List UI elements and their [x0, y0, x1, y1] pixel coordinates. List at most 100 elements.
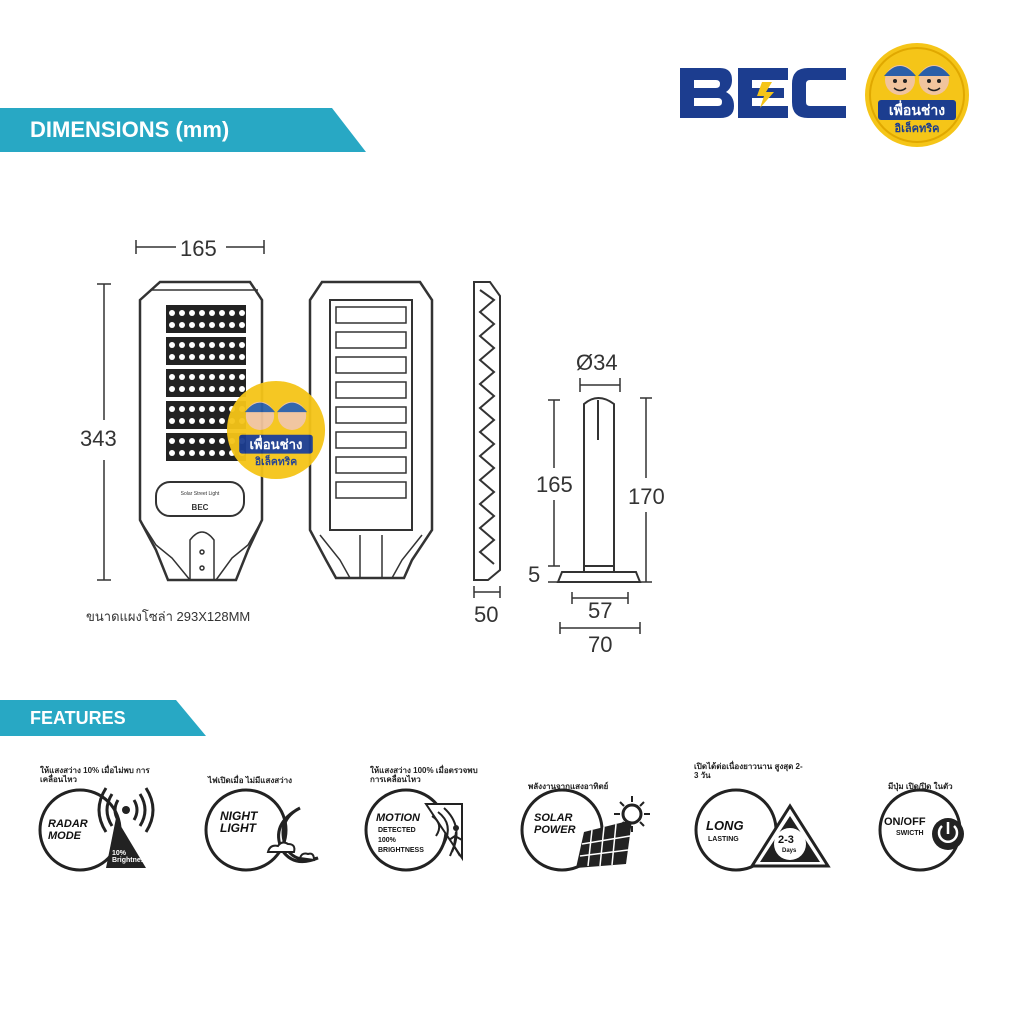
feature-radar-top: ให้แสงสว่าง 10% เมื่อไม่พบ การเคลื่อนไหว [40, 766, 150, 784]
dimensions-title: DIMENSIONS (mm) [30, 117, 230, 142]
led-dot [209, 418, 215, 424]
led-dot [199, 342, 205, 348]
led-dot [219, 374, 225, 380]
battery-days-icon [694, 788, 831, 872]
feature-night-main: NIGHT LIGHT [220, 809, 258, 835]
feature-long-sub: LASTING [708, 836, 739, 843]
led-dot [179, 374, 185, 380]
led-dot [179, 450, 185, 456]
led-dot [169, 354, 175, 360]
led-dot [199, 354, 205, 360]
solar-cell-row [335, 431, 407, 449]
led-dot [199, 418, 205, 424]
led-dot [179, 406, 185, 412]
feature-radar-sub: 10% Brightness [112, 850, 149, 864]
dim-base-thickness: 5 [528, 562, 541, 587]
led-dot [199, 374, 205, 380]
led-dot [209, 322, 215, 328]
feature-motion-top: ให้แสงสว่าง 100% เมื่อตรวจพบ การเคลื่อนไ… [370, 766, 478, 784]
led-dot [199, 386, 205, 392]
svg-text:เพื่อนช่าง: เพื่อนช่าง [250, 434, 303, 453]
led-dot [169, 418, 175, 424]
feature-solar-main: SOLAR POWER [534, 812, 576, 836]
led-dot [209, 386, 215, 392]
features-banner: FEATURES [0, 700, 206, 736]
solar-cell-row [335, 406, 407, 424]
feature-long: เปิดได้ต่อเนื่องยาวนาน สูงสุด 2-3 วัน LO… [684, 760, 834, 880]
led-dot [219, 438, 225, 444]
shop-logo: เพื่อนช่าง อิเล็คทริค [864, 42, 970, 148]
led-dot [179, 354, 185, 360]
led-dot [209, 354, 215, 360]
dim-pole-diameter: Ø34 [576, 350, 618, 375]
led-dot [199, 322, 205, 328]
led-dot [189, 354, 195, 360]
led-dot [169, 374, 175, 380]
feature-onoff-sub: SWICTH [896, 830, 924, 837]
led-dot [189, 322, 195, 328]
led-dot [229, 354, 235, 360]
led-dot [209, 450, 215, 456]
led-dot [169, 322, 175, 328]
dim-depth: 50 [474, 602, 499, 627]
led-dot [189, 450, 195, 456]
feature-motion-main: MOTION [376, 812, 420, 824]
feature-long-badge: 2-3 [778, 834, 794, 846]
power-icon [878, 788, 964, 872]
feature-radar-main: RADAR MODE [48, 818, 88, 842]
feature-night: ไฟเปิดเมื่อ ไม่มีแสงสว่าง NIGHT LIGHT [190, 760, 340, 880]
shop-logo-watermark: เพื่อนช่าง อิเล็คทริค [226, 380, 326, 480]
dimensions-banner: DIMENSIONS (mm) [0, 108, 366, 152]
led-dot [199, 406, 205, 412]
dim-base-inner: 57 [588, 598, 613, 623]
features-row: ให้แสงสว่าง 10% เมื่อไม่พบ การเคลื่อนไหว… [20, 760, 1004, 890]
led-dot [199, 438, 205, 444]
feature-solar-top: พลังงานจากแสงอาทิตย์ [528, 782, 609, 791]
led-dot [219, 418, 225, 424]
led-dot [169, 406, 175, 412]
led-dot [169, 450, 175, 456]
led-dot [229, 322, 235, 328]
dim-pole-height-inner: 165 [536, 472, 573, 497]
feature-long-main: LONG [706, 818, 744, 833]
led-dot [239, 310, 245, 316]
feature-night-top: ไฟเปิดเมื่อ ไม่มีแสงสว่าง [208, 776, 293, 785]
led-dot [219, 342, 225, 348]
led-dot [189, 342, 195, 348]
solar-cell-row [335, 381, 407, 399]
led-dot [179, 322, 185, 328]
led-dot [239, 386, 245, 392]
solar-cell-row [335, 456, 407, 474]
feature-motion: ให้แสงสว่าง 100% เมื่อตรวจพบ การเคลื่อนไ… [354, 760, 504, 880]
led-dot [189, 406, 195, 412]
bec-logo [680, 68, 846, 118]
dim-pole-height-total: 170 [628, 484, 665, 509]
feature-solar: พลังงานจากแสงอาทิตย์ SOLAR POWER [514, 760, 664, 880]
led-dot [209, 406, 215, 412]
feature-onoff-top: มีปุ่ม เปิด/ปิด ในตัว [888, 782, 953, 791]
solar-cell-row [335, 356, 407, 374]
svg-text:อิเล็คทริค: อิเล็คทริค [255, 454, 297, 468]
feature-long-top: เปิดได้ต่อเนื่องยาวนาน สูงสุด 2-3 วัน [694, 762, 803, 780]
led-dot [169, 342, 175, 348]
led-dot [169, 310, 175, 316]
led-dot [179, 418, 185, 424]
led-dot [209, 438, 215, 444]
radar-icon [38, 787, 155, 872]
panel-size-note: ขนาดแผงโซล่า 293X128MM [86, 609, 251, 624]
solar-cell-row [335, 306, 407, 324]
led-dot [179, 386, 185, 392]
feature-onoff-main: ON/OFF [884, 816, 926, 828]
led-dot [169, 438, 175, 444]
features-title: FEATURES [30, 707, 126, 728]
lamp-label: Solar Street Light [181, 491, 220, 497]
led-dot [199, 450, 205, 456]
feature-onoff: มีปุ่ม เปิด/ปิด ในตัว ON/OFF SWICTH [860, 760, 1010, 880]
led-dot [209, 342, 215, 348]
led-dot [229, 342, 235, 348]
dim-base-outer: 70 [588, 632, 613, 657]
svg-text:อิเล็คทริค: อิเล็คทริค [894, 121, 939, 135]
led-dot [229, 374, 235, 380]
led-dot [219, 386, 225, 392]
moon-icon [204, 788, 319, 872]
